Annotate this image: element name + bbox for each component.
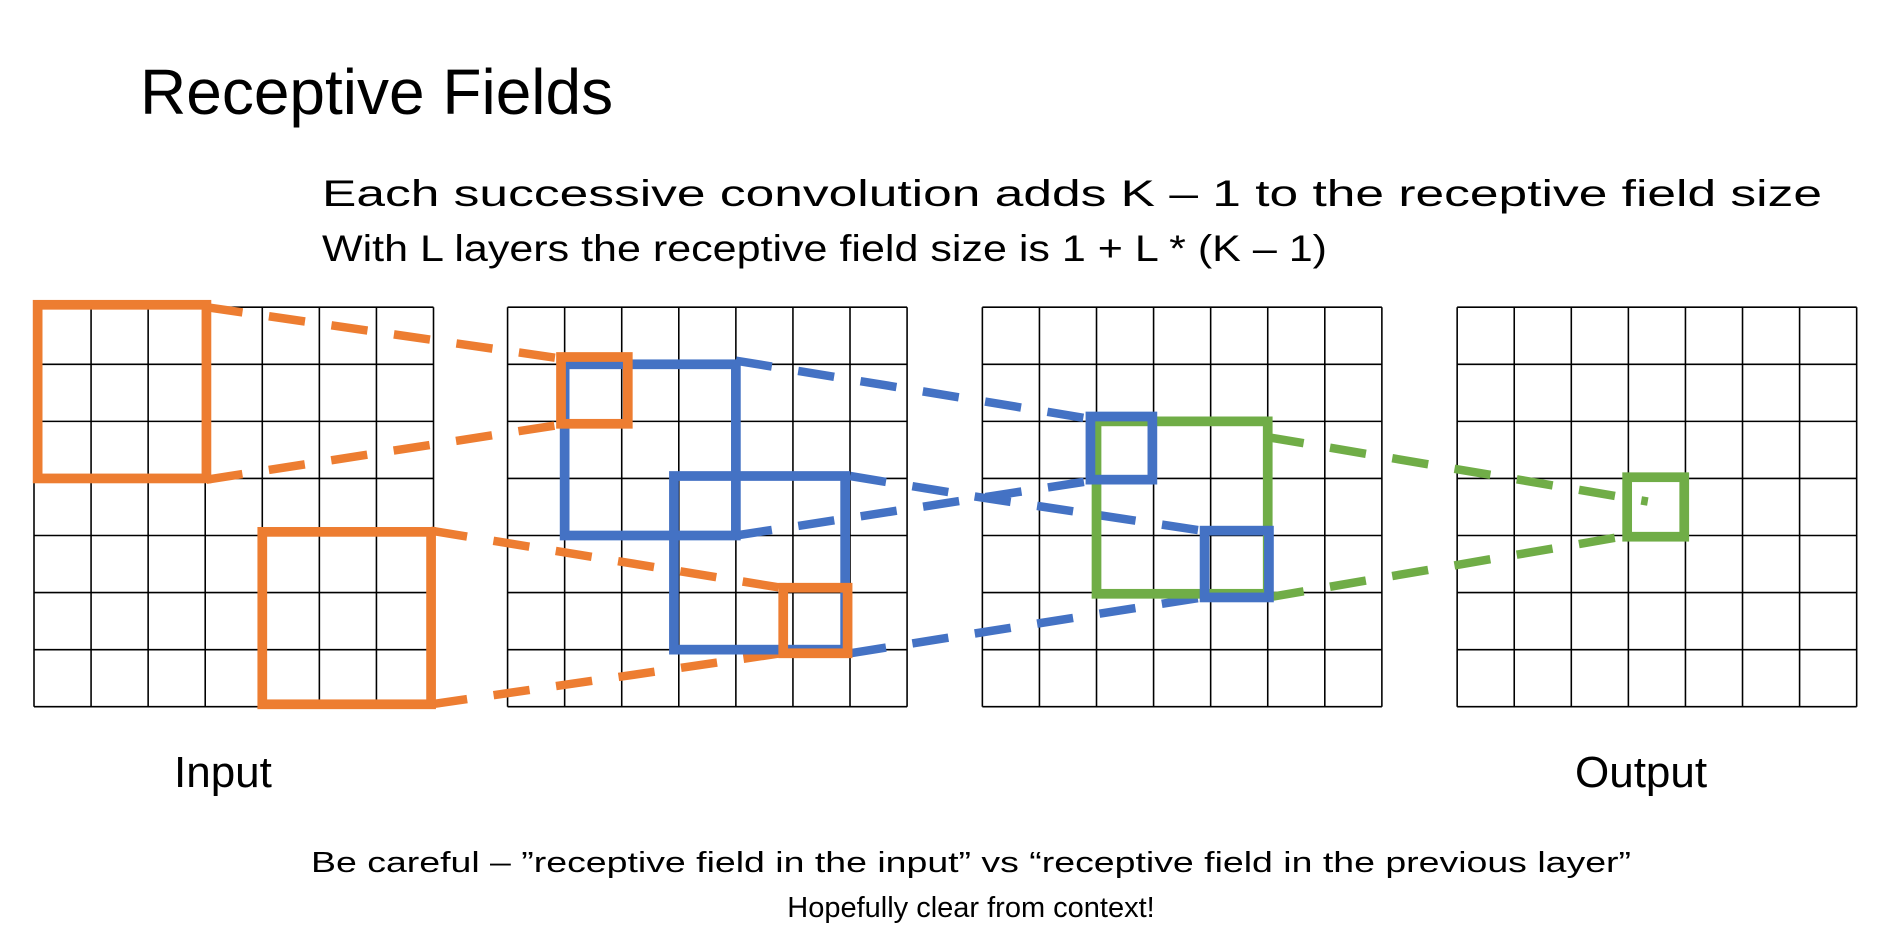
orange-receptive-box: [257, 527, 436, 710]
subtitle-line-2: With L layers the receptive field size i…: [322, 228, 1327, 269]
blue-receptive-box: [669, 471, 851, 655]
blue-output-cell: [1085, 411, 1158, 485]
input-label: Input: [174, 748, 272, 797]
green-dashed-connector: [1267, 531, 1630, 602]
orange-receptive-box: [32, 299, 212, 484]
blue-output-cell: [1199, 525, 1274, 603]
blue-receptive-box: [559, 359, 741, 541]
blue-dashed-connector: [735, 356, 1092, 424]
orange-dashed-connector: [205, 420, 560, 484]
green-receptive-box: [1091, 416, 1273, 599]
receptive-field-diagram: [32, 299, 1858, 710]
orange-output-cell: [778, 582, 853, 659]
orange-output-cell: [556, 352, 633, 429]
subtitle-line-1: Each successive convolution adds K – 1 t…: [322, 173, 1822, 214]
orange-dashed-connector: [430, 649, 782, 709]
blue-dashed-connector: [849, 593, 1203, 658]
slide-title: Receptive Fields: [140, 56, 613, 128]
footer-line-1: Be careful – ”receptive field in the inp…: [311, 847, 1631, 879]
green-output-cell: [1622, 472, 1690, 542]
blue-dashed-connector: [849, 471, 1203, 535]
green-dashed-connector: [1267, 432, 1649, 506]
output-label: Output: [1575, 748, 1707, 797]
orange-dashed-connector: [205, 303, 560, 363]
footer-line-2: Hopefully clear from context!: [787, 892, 1154, 924]
